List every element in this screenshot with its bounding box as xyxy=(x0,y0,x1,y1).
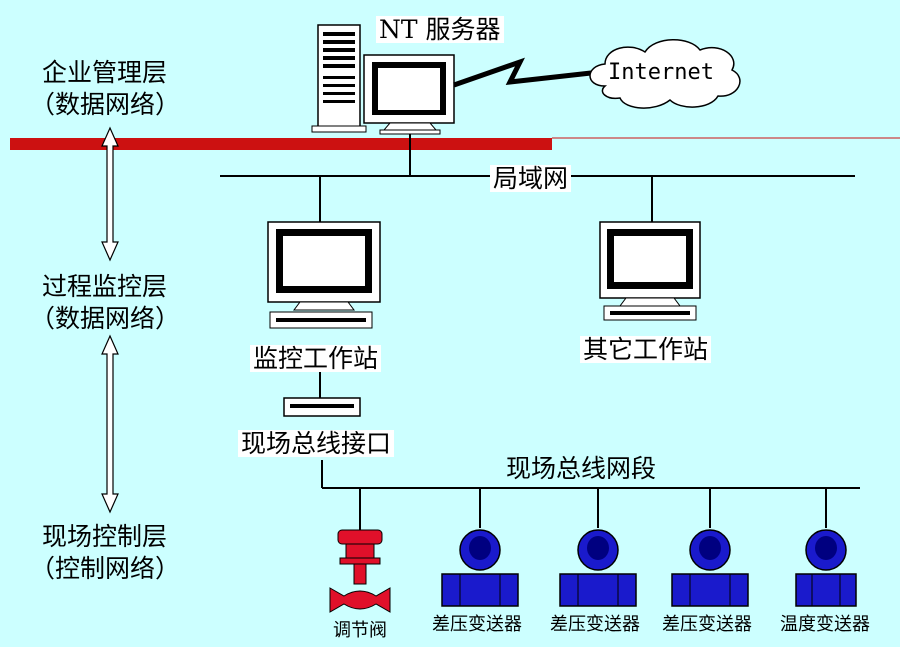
layer-arrow-upper xyxy=(101,126,119,262)
dp-transmitter-icon xyxy=(671,529,749,607)
temp-tx-label: 温度变送器 xyxy=(780,614,870,635)
dp-tx-2-label: 差压变送器 xyxy=(550,614,640,635)
fieldbus-segment-label: 现场总线网段 xyxy=(506,454,657,483)
fieldbus-interface-label: 现场总线接口 xyxy=(238,430,395,457)
enterprise-layer-title: 企业管理层 xyxy=(42,58,168,87)
server-monitor-icon xyxy=(363,54,455,135)
field-layer-title: 现场控制层 xyxy=(42,522,168,551)
layer-arrow-lower xyxy=(101,334,119,514)
dp-transmitter-icon xyxy=(441,529,519,607)
valve-label: 调节阀 xyxy=(333,620,387,641)
internet-label: Internet xyxy=(608,60,714,85)
fieldbus-interface-icon xyxy=(283,397,361,417)
supervisory-layer-sub: （数据网络） xyxy=(30,304,181,333)
monitor-workstation-icon xyxy=(267,221,381,329)
wan-link xyxy=(453,57,601,88)
monitor-ws-label: 监控工作站 xyxy=(250,345,382,372)
nt-server-label: NT 服务器 xyxy=(376,16,504,43)
internet-cloud-icon xyxy=(589,39,741,109)
other-workstation-icon xyxy=(599,221,701,321)
lan-label: 局域网 xyxy=(490,165,572,192)
field-layer-sub: （控制网络） xyxy=(30,554,181,583)
other-ws-label: 其它工作站 xyxy=(580,336,712,363)
dp-transmitter-icon xyxy=(559,529,637,607)
temp-transmitter-icon xyxy=(795,529,857,607)
server-tower-icon xyxy=(311,24,367,133)
control-valve-icon xyxy=(329,529,391,613)
supervisory-layer-title: 过程监控层 xyxy=(42,272,168,301)
enterprise-layer-sub: （数据网络） xyxy=(30,90,181,119)
enterprise-bus xyxy=(10,138,552,150)
dp-tx-3-label: 差压变送器 xyxy=(662,614,752,635)
dp-tx-1-label: 差压变送器 xyxy=(432,614,522,635)
